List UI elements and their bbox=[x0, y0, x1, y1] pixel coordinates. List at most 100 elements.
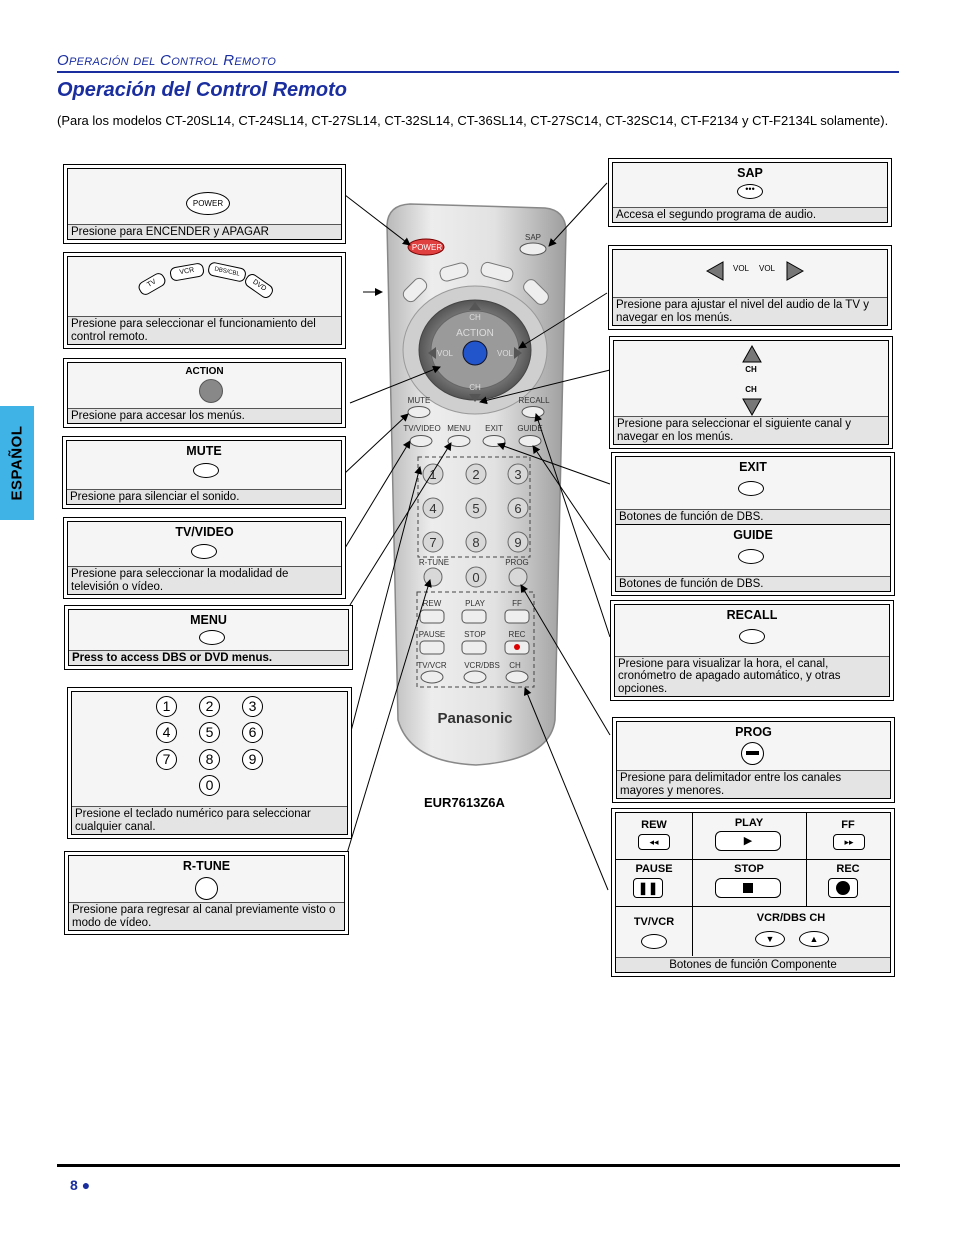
remote-ch-up-label: CH bbox=[469, 313, 481, 322]
remote-vol-left-label: VOL bbox=[437, 349, 454, 358]
intro-text: (Para los modelos CT-20SL14, CT-24SL14, … bbox=[57, 113, 889, 128]
ch-callout: CH CH Presione para seleccionar el sigui… bbox=[609, 336, 893, 449]
keypad-digit[interactable]: 1 bbox=[156, 696, 177, 717]
remote-pause-label: PAUSE bbox=[419, 630, 446, 639]
remote-ch-down-label: CH bbox=[469, 383, 481, 392]
play-button[interactable]: ▶ bbox=[715, 831, 781, 851]
tvvideo-button[interactable] bbox=[191, 544, 217, 559]
ch-up-icon[interactable] bbox=[742, 345, 762, 363]
menu-caption: Press to access DBS or DVD menus. bbox=[69, 649, 348, 665]
guide-button[interactable] bbox=[738, 549, 764, 564]
remote-digit: 1 bbox=[429, 467, 436, 482]
mode-tv-button[interactable]: TV bbox=[136, 270, 168, 298]
keypad-digit[interactable]: 9 bbox=[242, 749, 263, 770]
remote-rec-label: REC bbox=[509, 630, 526, 639]
rec-label: REC bbox=[836, 863, 860, 875]
remote-vol-right-label: VOL bbox=[497, 349, 514, 358]
action-caption: Presione para accesar los menús. bbox=[68, 407, 341, 423]
keypad-digit[interactable]: 4 bbox=[156, 722, 177, 743]
exit-button[interactable] bbox=[738, 481, 764, 496]
guide-caption: Botones de función de DBS. bbox=[616, 575, 890, 591]
vol-arrows-icon[interactable] bbox=[705, 260, 805, 282]
remote-brand: Panasonic bbox=[437, 710, 512, 727]
rtune-label: R-TUNE bbox=[182, 859, 231, 873]
vol-left-label: VOL bbox=[733, 264, 750, 273]
mode-dvd-button[interactable]: DVD bbox=[242, 271, 276, 301]
remote-rew-label: REW bbox=[423, 599, 442, 608]
keypad-digit[interactable]: 2 bbox=[199, 696, 220, 717]
mute-callout: MUTE Presione para silenciar el sonido. bbox=[62, 436, 346, 509]
model-number: EUR7613Z6A bbox=[424, 795, 505, 810]
remote-digit: 5 bbox=[472, 501, 479, 516]
mode-vcr-button[interactable]: VCR bbox=[169, 262, 205, 282]
pause-button[interactable]: ❚❚ bbox=[633, 878, 663, 898]
rtune-callout: R-TUNE Presione para regresar al canal p… bbox=[64, 851, 349, 935]
bullet-icon: ● bbox=[81, 1177, 91, 1193]
component-caption: Botones de función Componente bbox=[616, 956, 890, 972]
guide-label: GUIDE bbox=[733, 528, 773, 542]
ch-down-label: CH bbox=[745, 385, 757, 394]
prog-button[interactable] bbox=[741, 742, 764, 765]
vcrdbs-cell: VCR/DBS CH ▼ ▲ bbox=[692, 906, 890, 956]
prog-caption: Presione para delimitador entre los cana… bbox=[617, 770, 890, 798]
page-number: 8 ● bbox=[70, 1177, 90, 1193]
recall-callout: RECALL Presione para visualizar la hora,… bbox=[610, 600, 894, 701]
stop-cell: STOP bbox=[692, 859, 807, 907]
tvvcr-button[interactable] bbox=[641, 934, 667, 949]
rew-button[interactable]: ◂◂ bbox=[638, 834, 670, 850]
rtune-button[interactable] bbox=[195, 877, 218, 900]
remote-digit: 7 bbox=[429, 535, 436, 550]
component-callout: REW ◂◂ PLAY ▶ FF ▸▸ PAUSE ❚❚ STOP REC TV… bbox=[611, 808, 895, 977]
action-button[interactable] bbox=[199, 379, 223, 403]
power-button[interactable]: POWER bbox=[186, 192, 230, 215]
footer-rule bbox=[57, 1164, 900, 1167]
remote-recall-label: RECALL bbox=[518, 396, 550, 405]
exit-label: EXIT bbox=[739, 460, 767, 474]
remote-digit: 2 bbox=[472, 467, 479, 482]
remote-tvvcr-label: TV/VCR bbox=[417, 661, 447, 670]
ch-down-icon[interactable] bbox=[742, 398, 762, 416]
keypad-digit[interactable]: 7 bbox=[156, 749, 177, 770]
play-label: PLAY bbox=[734, 817, 764, 829]
remote-digit: 9 bbox=[514, 535, 521, 550]
action-label: ACTION bbox=[185, 366, 224, 377]
mute-label: MUTE bbox=[186, 444, 222, 458]
ff-cell: FF ▸▸ bbox=[806, 813, 890, 860]
tvvcr-label: TV/VCR bbox=[633, 916, 675, 928]
vcrdbs-ch-up-button[interactable]: ▲ bbox=[799, 931, 829, 947]
tvvcr-cell: TV/VCR bbox=[616, 906, 693, 956]
header-rule bbox=[57, 71, 899, 73]
menu-button[interactable] bbox=[199, 630, 225, 645]
dbs-callout: EXIT Botones de función de DBS. GUIDE Bo… bbox=[611, 452, 895, 596]
stop-button[interactable] bbox=[715, 878, 781, 898]
stop-label: STOP bbox=[734, 863, 764, 875]
keypad-digit[interactable]: 8 bbox=[199, 749, 220, 770]
recall-label: RECALL bbox=[726, 608, 778, 622]
vcrdbs-ch-down-button[interactable]: ▼ bbox=[755, 931, 785, 947]
vol-caption: Presione para ajustar el nivel del audio… bbox=[613, 297, 887, 325]
remote-mute-label: MUTE bbox=[408, 396, 431, 405]
vol-right-label: VOL bbox=[759, 264, 776, 273]
keypad-digit[interactable]: 6 bbox=[242, 722, 263, 743]
remote-menu-label: MENU bbox=[447, 424, 471, 433]
rec-button[interactable] bbox=[828, 878, 858, 898]
vol-callout: VOL VOL Presione para ajustar el nivel d… bbox=[608, 245, 892, 330]
keypad-digit[interactable]: 5 bbox=[199, 722, 220, 743]
sap-button[interactable]: ••• bbox=[737, 184, 763, 199]
remote-ch2-label: CH bbox=[509, 661, 521, 670]
keypad-digit[interactable]: 0 bbox=[199, 775, 220, 796]
mute-button[interactable] bbox=[193, 463, 219, 478]
tvvideo-caption: Presione para seleccionar la modalidad d… bbox=[68, 566, 341, 594]
ff-button[interactable]: ▸▸ bbox=[833, 834, 865, 850]
keypad-callout: 1 2 3 4 5 6 7 8 9 0 Presione el teclado … bbox=[67, 687, 352, 839]
page-number-value: 8 bbox=[70, 1177, 78, 1193]
remote-ff-label: FF bbox=[512, 599, 522, 608]
mode-dbs-button[interactable]: DBS/CBL bbox=[206, 261, 248, 283]
pause-cell: PAUSE ❚❚ bbox=[616, 859, 693, 907]
recall-button[interactable] bbox=[739, 629, 765, 644]
remote-play-label: PLAY bbox=[465, 599, 486, 608]
tvvideo-callout: TV/VIDEO Presione para seleccionar la mo… bbox=[63, 517, 346, 599]
pause-label: PAUSE bbox=[635, 863, 673, 875]
keypad-digit[interactable]: 3 bbox=[242, 696, 263, 717]
